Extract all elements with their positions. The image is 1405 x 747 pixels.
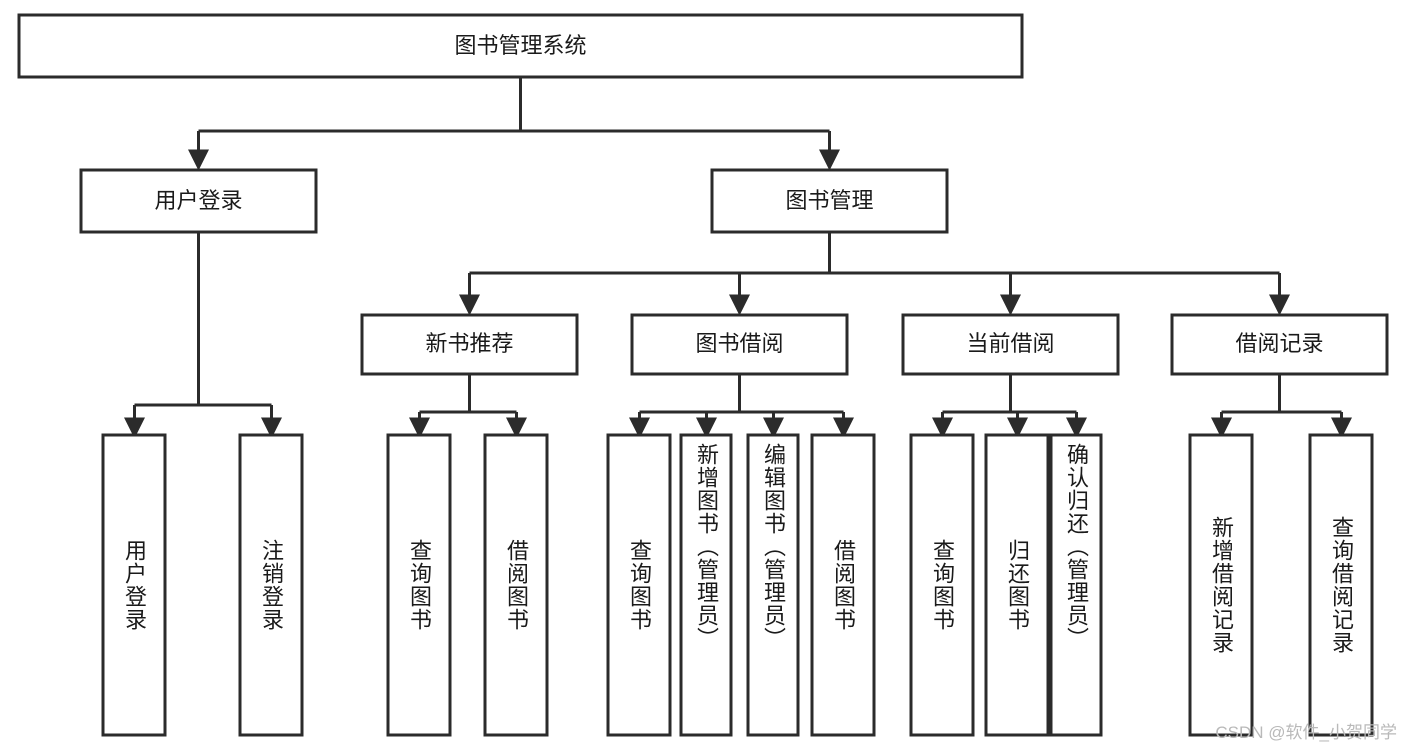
node-user-login-label: 用户登录 — [154, 188, 242, 213]
node-user-login-box[interactable] — [79, 168, 318, 234]
node-book-borrow[interactable]: 图书借阅 — [630, 313, 849, 376]
node-leaf-query-book-3-box[interactable] — [909, 433, 975, 737]
connector-group-book-borrow — [629, 374, 854, 439]
node-leaf-edit-book-box[interactable] — [746, 433, 800, 737]
node-current-borrow-label: 当前借阅 — [966, 331, 1054, 356]
connector-group-root — [188, 77, 840, 171]
node-new-book-rec-box[interactable] — [360, 313, 579, 376]
connector-group-borrow-record — [1211, 374, 1352, 439]
node-leaf-user-login-box[interactable] — [101, 433, 167, 737]
node-leaf-borrow-book-1-box[interactable] — [483, 433, 549, 737]
node-book-manage[interactable]: 图书管理 — [710, 168, 949, 234]
node-leaf-add-book-box[interactable] — [679, 433, 733, 737]
node-borrow-record-box[interactable] — [1170, 313, 1389, 376]
node-user-login[interactable]: 用户登录 — [79, 168, 318, 234]
connector-group-book-manage — [459, 232, 1290, 316]
node-leaf-borrow-book-2-box[interactable] — [810, 433, 876, 737]
node-book-borrow-label: 图书借阅 — [695, 331, 783, 356]
node-leaf-query-book-1-box[interactable] — [386, 433, 452, 737]
node-root[interactable]: 图书管理系统 — [17, 13, 1024, 79]
connector-group-current-borrow — [932, 374, 1087, 439]
node-leaf-add-record-box[interactable] — [1188, 433, 1254, 737]
node-book-borrow-box[interactable] — [630, 313, 849, 376]
node-new-book-rec-label: 新书推荐 — [425, 331, 513, 356]
node-borrow-record-label: 借阅记录 — [1235, 331, 1323, 356]
node-book-manage-label: 图书管理 — [785, 188, 873, 213]
node-leaf-query-record-box[interactable] — [1308, 433, 1374, 737]
node-leaf-query-book-2-box[interactable] — [606, 433, 672, 737]
node-root-label: 图书管理系统 — [454, 33, 586, 58]
connector-group-user-login — [124, 232, 282, 439]
node-root-box[interactable] — [17, 13, 1024, 79]
node-current-borrow[interactable]: 当前借阅 — [901, 313, 1120, 376]
node-leaf-logout-box[interactable] — [238, 433, 304, 737]
node-new-book-rec[interactable]: 新书推荐 — [360, 313, 579, 376]
node-current-borrow-box[interactable] — [901, 313, 1120, 376]
node-leaf-confirm-return-box[interactable] — [1049, 433, 1103, 737]
node-borrow-record[interactable]: 借阅记录 — [1170, 313, 1389, 376]
watermark-text: CSDN @软件_小贺同学 — [1215, 723, 1397, 742]
node-book-manage-box[interactable] — [710, 168, 949, 234]
node-leaf-return-book-box[interactable] — [984, 433, 1050, 737]
leaf-boxes — [101, 433, 1374, 737]
connector-group-new-book-rec — [409, 374, 527, 439]
